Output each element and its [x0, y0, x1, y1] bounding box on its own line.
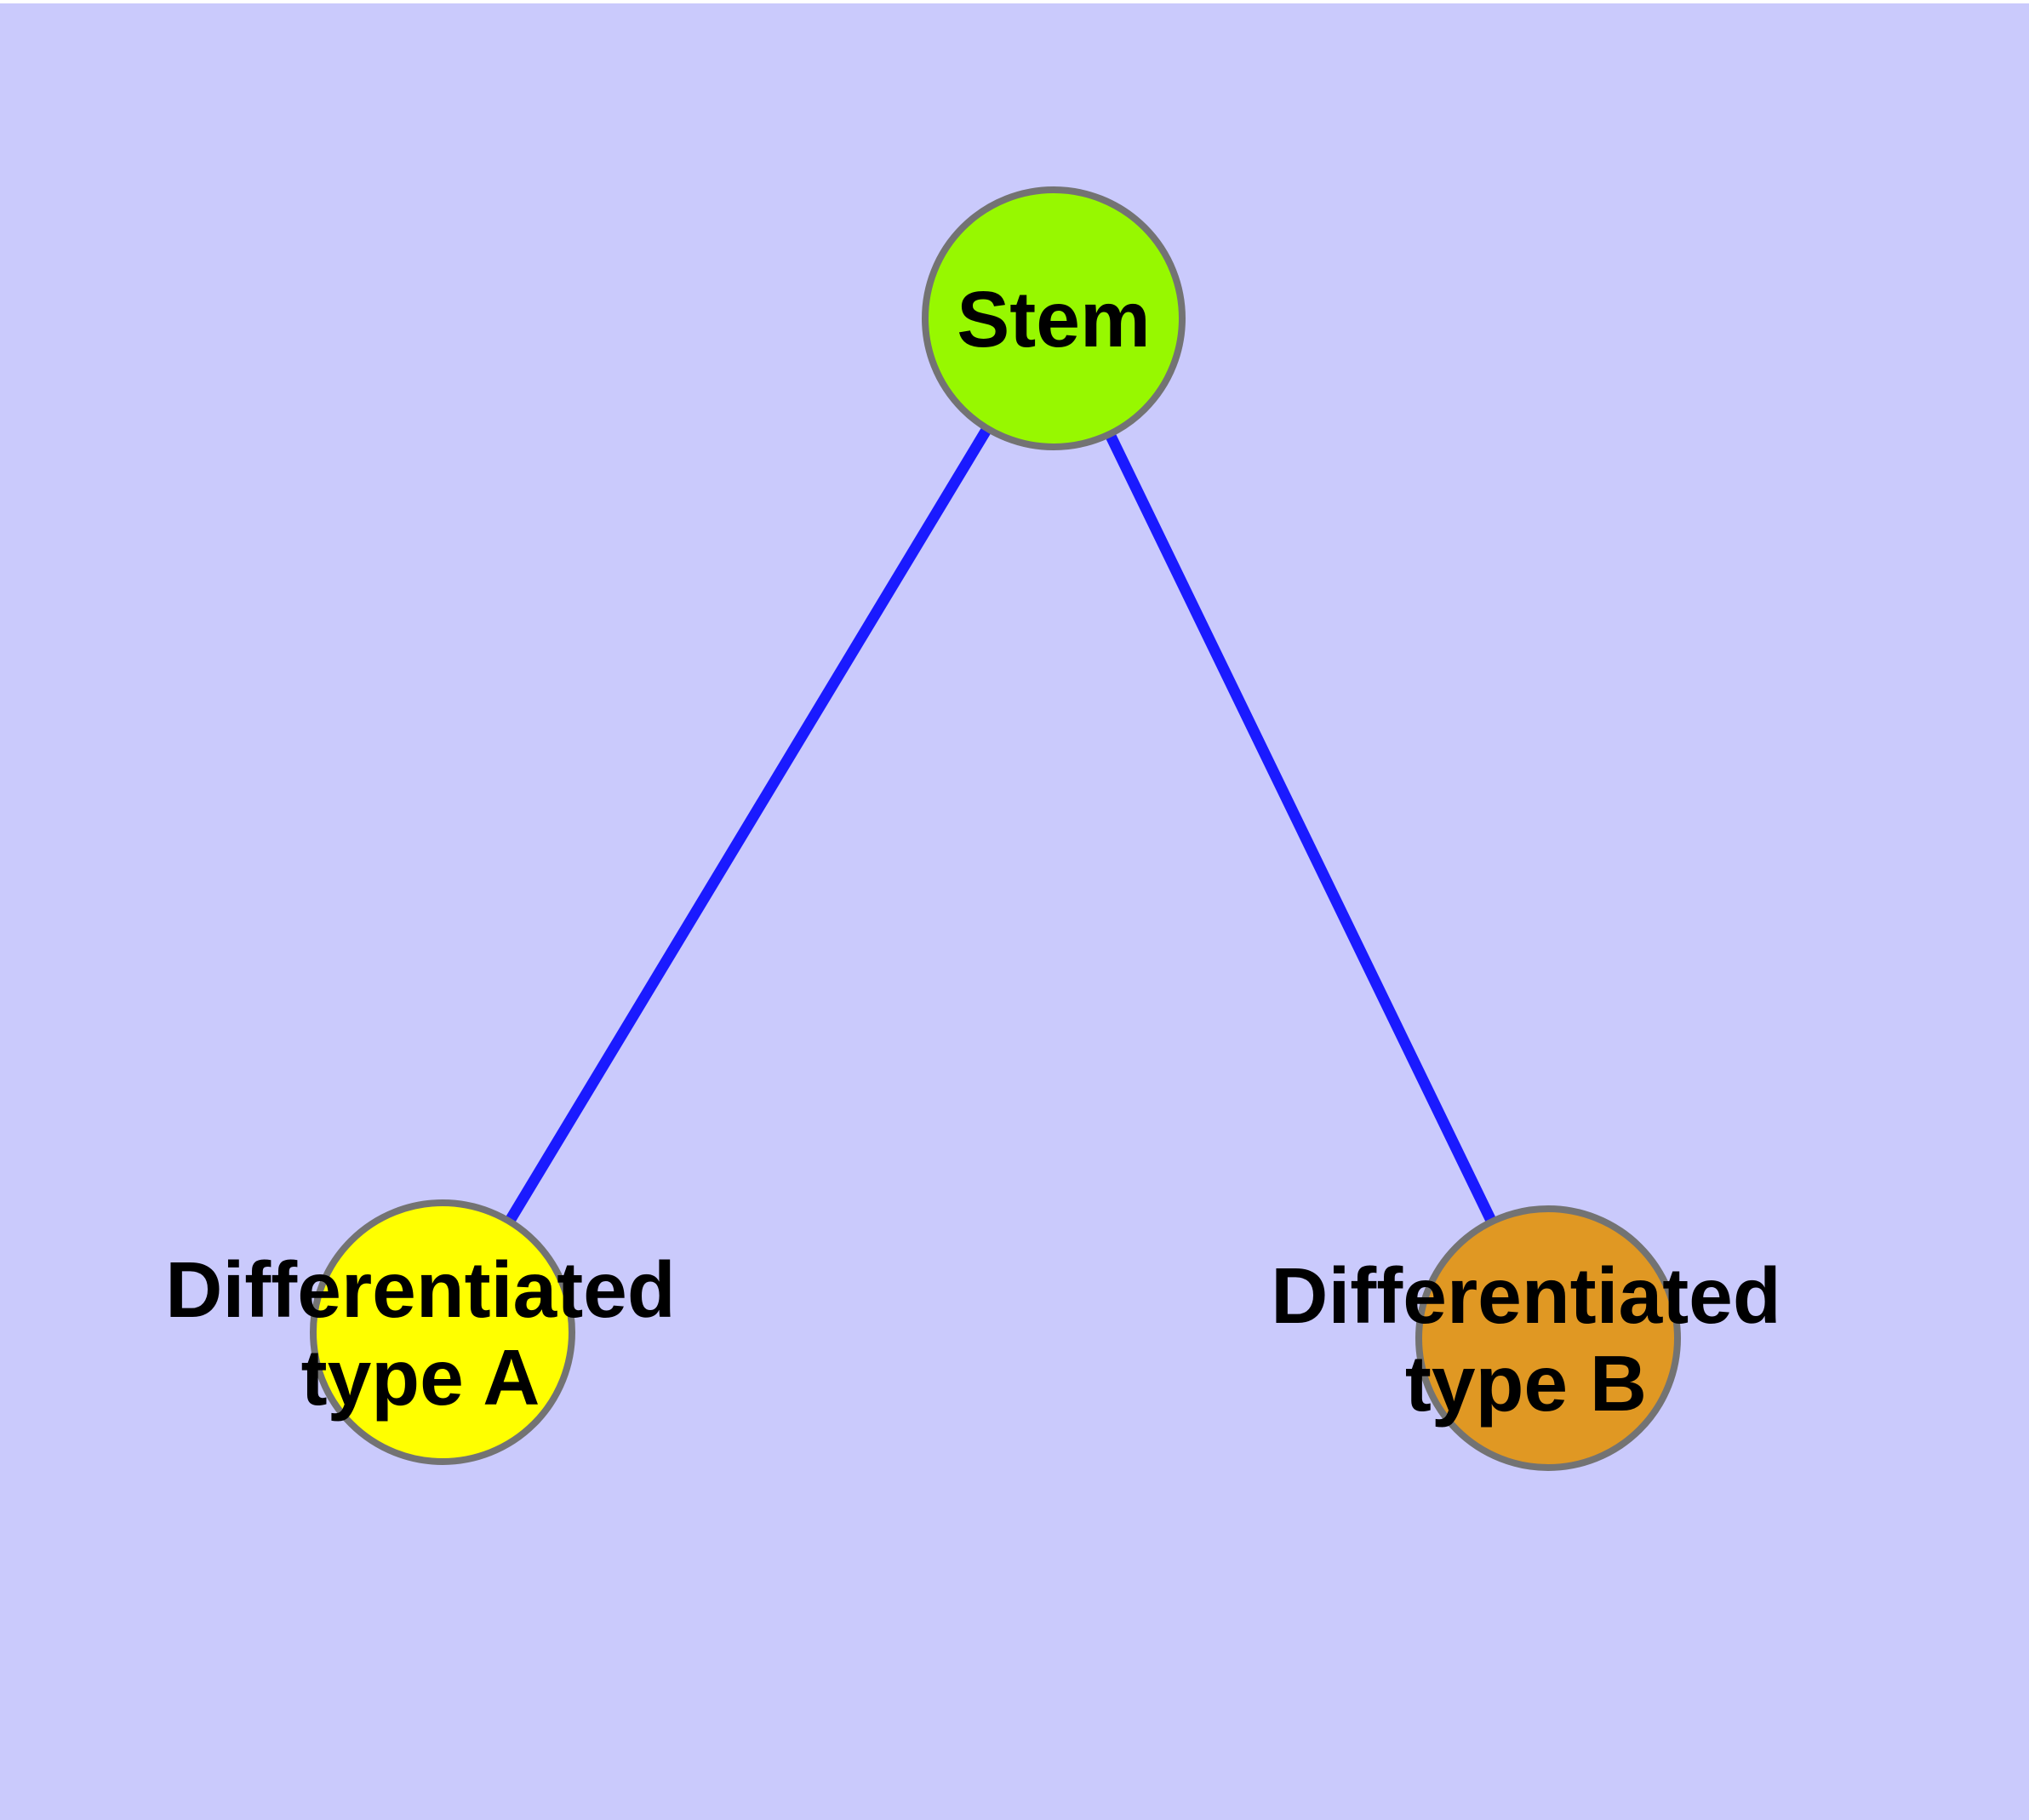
- node-differentiated-type-a[interactable]: [310, 1199, 575, 1465]
- node-layer: [310, 186, 1681, 1471]
- node-differentiated-type-b[interactable]: [1415, 1205, 1681, 1471]
- node-type-b-label-line1: Differentiated: [1271, 1251, 1780, 1340]
- edge-stem-to-typeB: [1049, 316, 1553, 1341]
- label-layer: Stem Differentiated type A Differentiate…: [165, 275, 1780, 1428]
- top-edge-strip: [0, 0, 2029, 3]
- edge-layer: [437, 315, 1553, 1341]
- node-type-b-label-line2: type B: [1405, 1339, 1647, 1428]
- node-stem[interactable]: [922, 186, 1186, 450]
- edge-stem-to-typeA: [437, 315, 1059, 1336]
- node-type-a-label-line2: type A: [301, 1333, 540, 1422]
- node-type-a-label-line1: Differentiated: [165, 1245, 675, 1334]
- node-stem-label: Stem: [957, 275, 1150, 363]
